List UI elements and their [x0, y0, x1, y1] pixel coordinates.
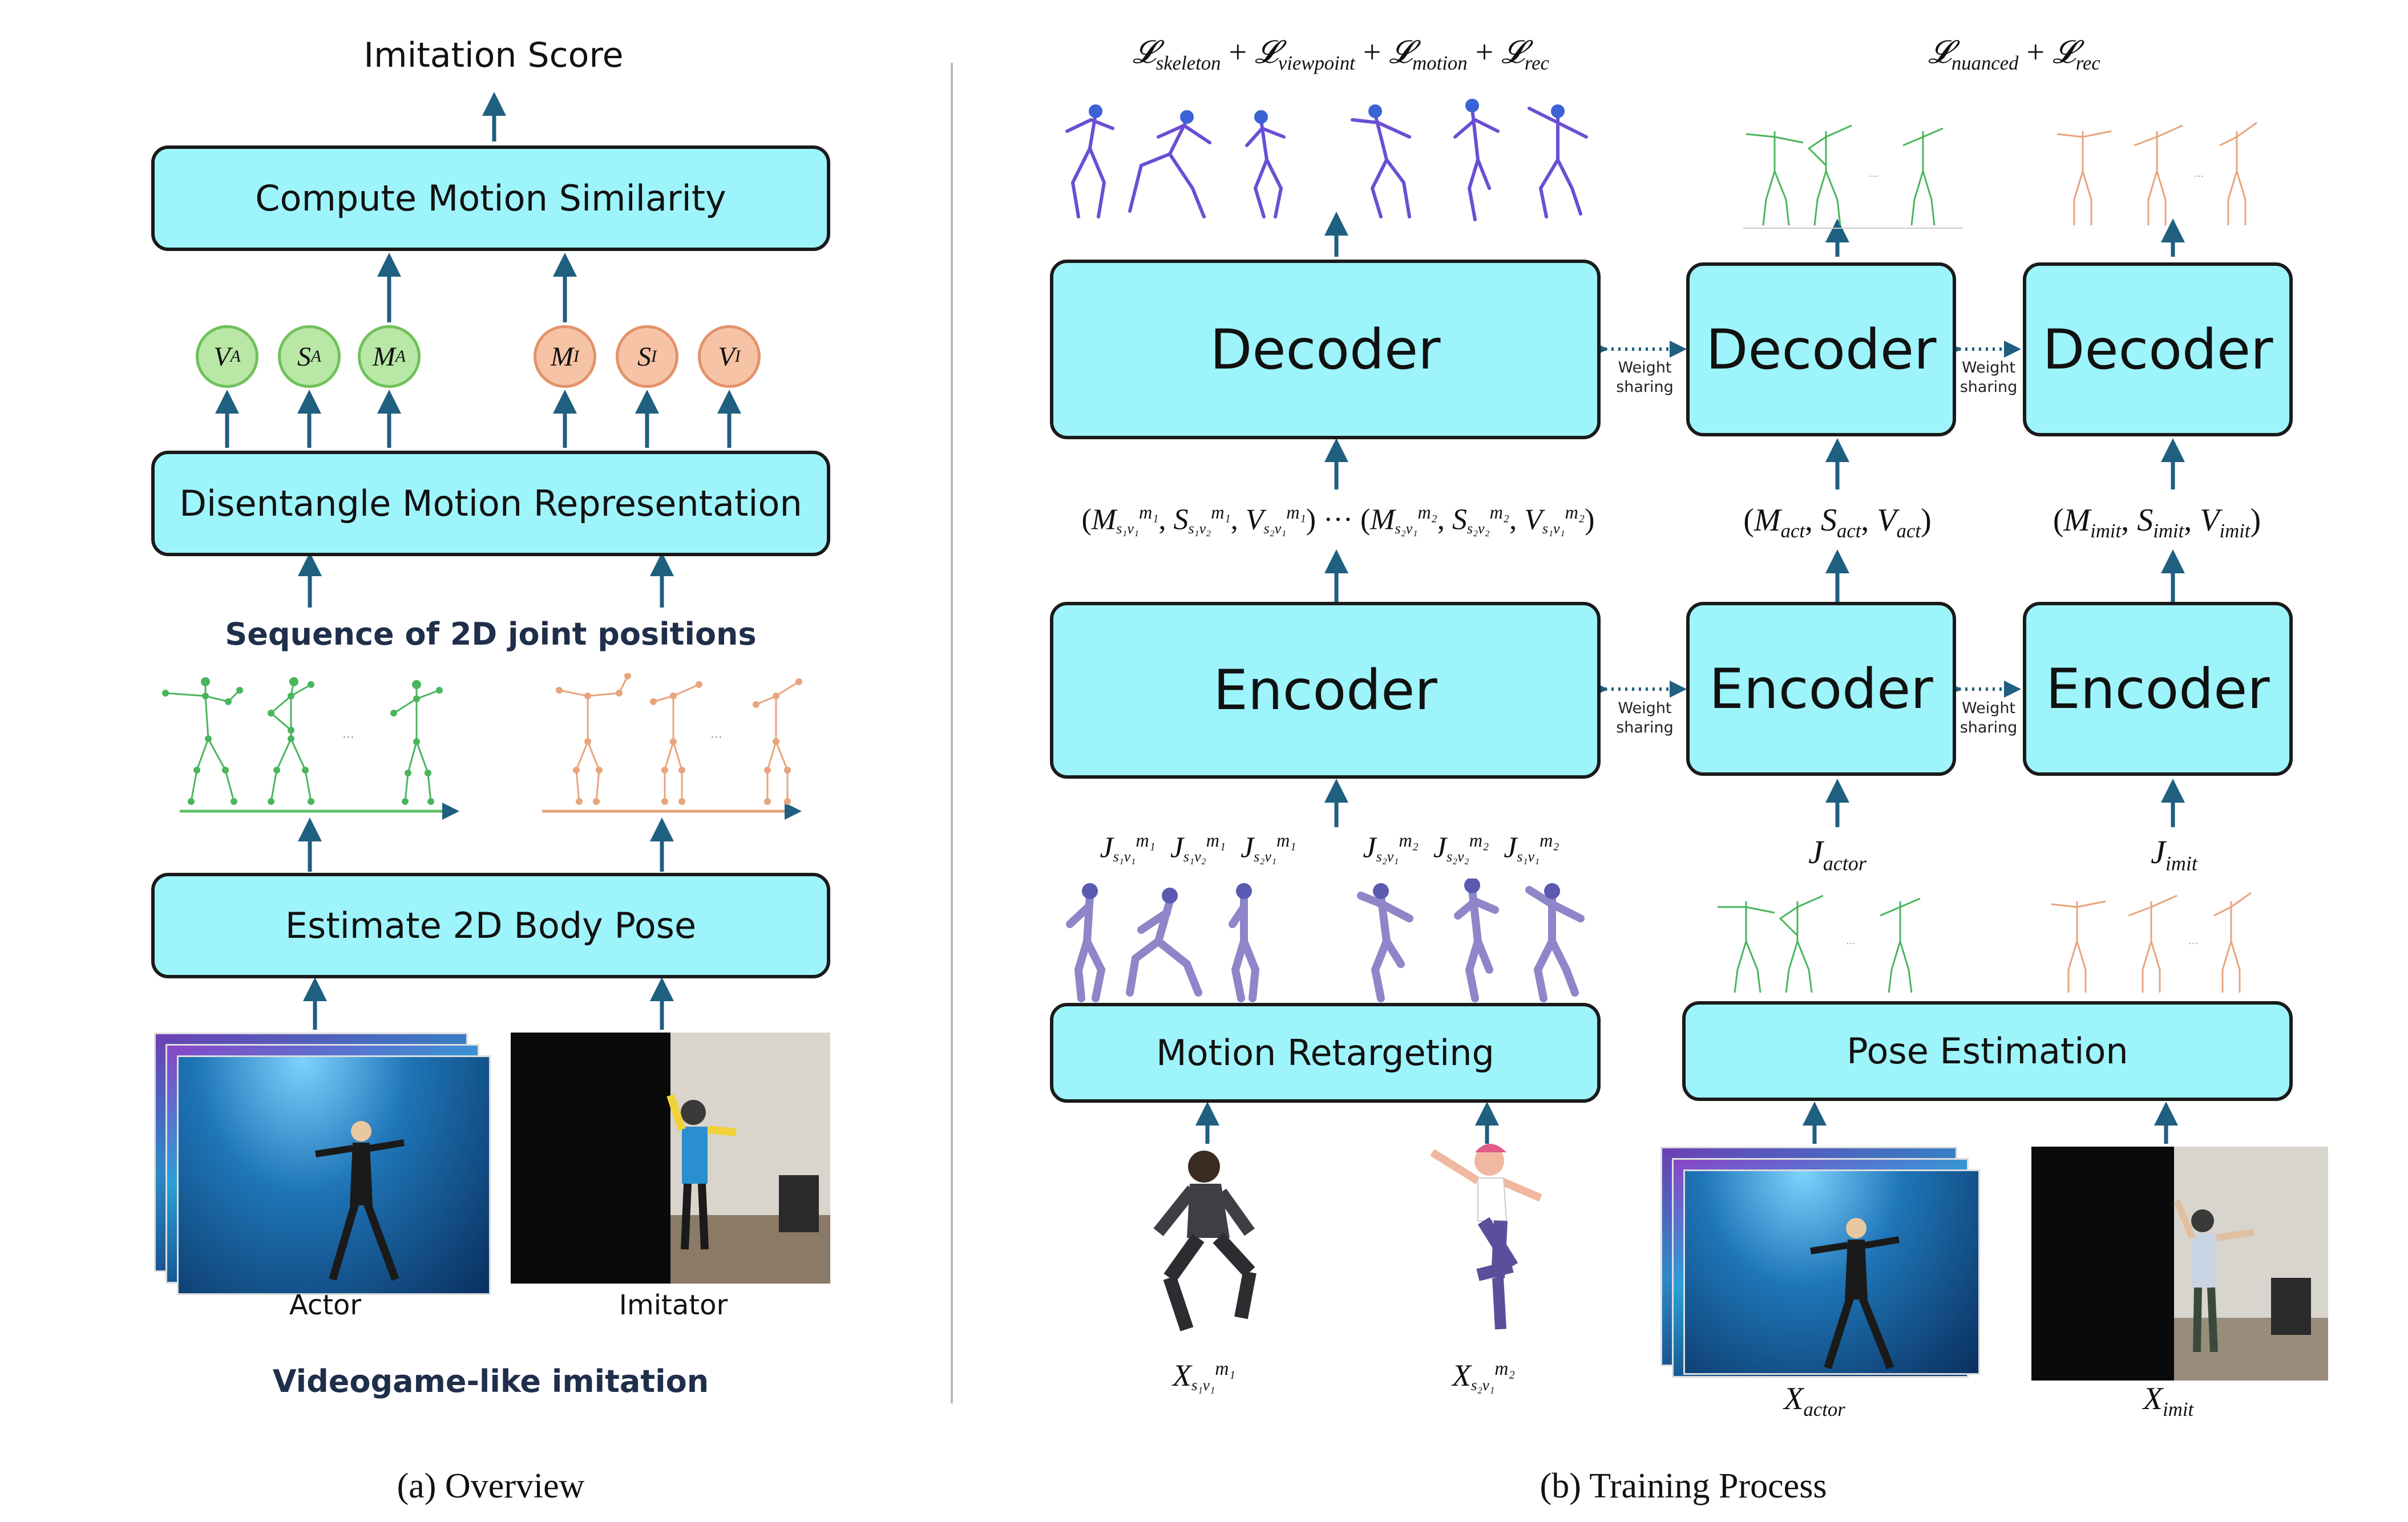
actor-latent-codes: (Mact, Sact, Vact) — [1743, 503, 1932, 543]
imitator-skeletons — [559, 675, 799, 802]
compute-motion-similarity-box: Compute Motion Similarity — [151, 145, 830, 251]
decoder-imitator: Decoder — [2023, 262, 2293, 436]
loss-right: 𝓛nuanced + 𝓛rec — [1928, 35, 2100, 75]
decoder-main: Decoder — [1050, 260, 1601, 439]
reconstructed-3d-poses — [1065, 99, 1588, 221]
retargeted-3d-poses — [1066, 879, 1585, 1002]
overview-skeleton-sequences: ··· ··· — [162, 673, 802, 805]
pose-estimation-box: Pose Estimation — [1682, 1001, 2293, 1101]
svg-text:···: ··· — [710, 731, 722, 745]
decoder-actor: Decoder — [1686, 262, 1956, 436]
videogame-imitation-label: Videogame-like imitation — [272, 1363, 709, 1399]
imitator-video-frame — [511, 1033, 830, 1284]
x-source-1-label: Xs₁v₁m₁ — [1172, 1358, 1236, 1394]
actor-skeletons — [165, 681, 440, 802]
sequence-label: Sequence of 2D joint positions — [225, 616, 757, 652]
svg-text:···: ··· — [1846, 938, 1856, 950]
encoder-imitator: Encoder — [2023, 602, 2293, 776]
motion-retargeting-box: Motion Retargeting — [1050, 1003, 1601, 1103]
overview-arrows — [215, 92, 741, 1030]
training-actor-figure — [1810, 1218, 1900, 1370]
estimated-pose-skeletons: ··· ··· — [1718, 892, 2252, 993]
imitator-caption: Imitator — [619, 1289, 728, 1321]
j-imit-label: Jimit — [2151, 833, 2197, 875]
j-actor-label: Jactor — [1808, 833, 1866, 875]
character-male-3d — [1153, 1151, 1256, 1331]
encoder-main: Encoder — [1050, 602, 1601, 779]
encoder-actor: Encoder — [1686, 602, 1956, 776]
imitator-scene — [511, 1033, 830, 1284]
imitation-score-label: Imitation Score — [363, 35, 624, 75]
svg-text:···: ··· — [342, 731, 354, 745]
decoded-actor-poses: ··· — [1743, 124, 1963, 229]
loss-left: 𝓛skeleton + 𝓛viewpoint + 𝓛motion + 𝓛rec — [1133, 35, 1549, 75]
character-female-3d — [1430, 1144, 1542, 1330]
training-imitator-scene — [2031, 1147, 2328, 1381]
disentangle-motion-box: Disentangle Motion Representation — [151, 451, 830, 556]
x-imit-label: Ximit — [2143, 1381, 2194, 1421]
training-arrows — [1195, 212, 2185, 1144]
weight-sharing-links — [1591, 341, 2021, 698]
x-source-2-label: Xs₂v₁m₂ — [1452, 1358, 1516, 1394]
imitator-joints — [556, 673, 802, 805]
x-actor-label: Xactor — [1784, 1381, 1845, 1421]
overview-caption: (a) Overview — [397, 1467, 585, 1505]
imitator-latent-codes: (Mimit, Simit, Vimit) — [2053, 503, 2261, 543]
actor-figure — [315, 1121, 405, 1281]
retarget-latent-codes: (Ms₁v₁m₁, Ss₁v₂m₁, Vs₂v₁m₁) ··· (Ms₂v₁m₂… — [1081, 502, 1595, 537]
training-actor-video-frame — [1683, 1169, 1980, 1375]
decoded-imitator-poses: ··· — [2057, 122, 2257, 225]
actor-caption: Actor — [289, 1289, 362, 1321]
retarget-joint-labels: Js₁v₁m₁ Js₁v₂m₁ Js₂v₁m₁ Js₂v₁m₂ Js₂v₂m₂ … — [1100, 830, 1559, 865]
actor-joints — [162, 677, 443, 805]
actor-video-frame — [177, 1055, 491, 1295]
training-caption: (b) Training Process — [1540, 1467, 1827, 1505]
svg-text:···: ··· — [2194, 171, 2204, 183]
svg-text:···: ··· — [1869, 171, 1878, 183]
svg-text:···: ··· — [2188, 938, 2198, 950]
training-imitator-video-frame — [2031, 1147, 2328, 1381]
estimate-body-pose-box: Estimate 2D Body Pose — [151, 873, 830, 978]
